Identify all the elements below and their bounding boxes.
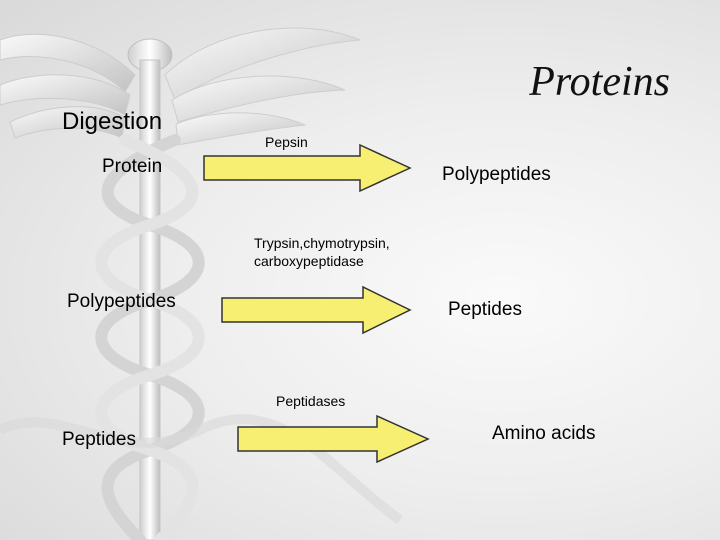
left-wing — [0, 33, 136, 139]
product-polypeptides: Polypeptides — [442, 164, 551, 185]
enzyme-line-1: Trypsin,chymotrypsin, — [254, 235, 390, 251]
product-peptides: Peptides — [448, 299, 522, 320]
enzyme-pepsin: Pepsin — [265, 134, 308, 150]
product-amino-acids: Amino acids — [492, 423, 596, 444]
arrow-step-3 — [237, 414, 430, 464]
slide-subtitle: Digestion — [62, 108, 163, 135]
arrow-step-1 — [203, 143, 412, 193]
substrate-polypeptides: Polypeptides — [67, 291, 176, 312]
right-wing — [164, 27, 361, 146]
substrate-peptides: Peptides — [62, 429, 136, 450]
enzyme-trypsin-group: Trypsin,chymotrypsin, carboxypeptidase — [254, 234, 390, 270]
enzyme-line-2: carboxypeptidase — [254, 253, 364, 269]
enzyme-peptidases: Peptidases — [276, 393, 346, 409]
slide-title: Proteins — [529, 59, 670, 105]
substrate-protein: Protein — [102, 156, 163, 177]
arrow-step-2 — [221, 285, 412, 335]
